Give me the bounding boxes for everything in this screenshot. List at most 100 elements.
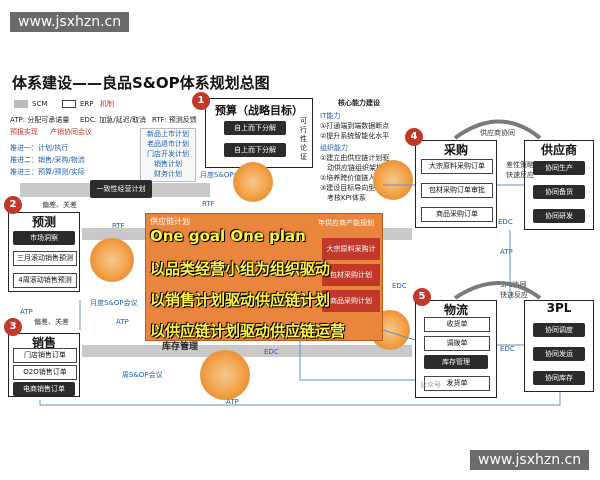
erp-legend-label: ERP — [80, 100, 94, 108]
atp-label: ATP — [226, 398, 239, 406]
delivery-button[interactable]: 发货单 — [424, 376, 490, 391]
plan-list-item: 老品退市计划 — [147, 140, 189, 148]
core-ability-title: 核心能力建设 — [338, 99, 380, 107]
o2o-sales-order-button[interactable]: O2O销售订单 — [13, 365, 77, 380]
collab-stock-button[interactable]: 协同备货 — [533, 185, 585, 199]
plan-list-item: 财务计划 — [154, 170, 182, 178]
gear-icon — [233, 162, 273, 202]
note-line3: 推进三：预算/预测/实际 — [10, 168, 85, 176]
note-atp: ATP: 分配可承诺量 — [10, 116, 70, 124]
deviation-label-1: 偏差、关差 — [42, 201, 77, 209]
overlay-line-2: 以品类经营小组为组织驱动 — [150, 260, 331, 278]
rtf-label: RTF — [112, 222, 125, 230]
mechanism-legend-label: 机制 — [100, 100, 114, 108]
it-item-2: ②提升系统智能化水平 — [320, 132, 390, 140]
it-item-1: ①打通端到端数据断点 — [320, 122, 390, 130]
edc-label: EDC — [264, 348, 279, 356]
org-item-1b: 动供应链组织架构 — [327, 164, 383, 172]
edc-label: EDC — [392, 282, 407, 290]
forecast-box: 预测 市场洞察 三月滚动销售预测 4周滚动销售预测 — [8, 212, 80, 292]
plan-list-item: 销售计划 — [154, 160, 182, 168]
scm-legend-swatch — [14, 100, 28, 108]
scm-legend-label: SCM — [32, 100, 48, 108]
budget-badge: 1 — [192, 92, 210, 110]
supply-chain-plan-row: 大宗原料采购计 — [322, 238, 380, 260]
atp-label: ATP — [500, 248, 513, 256]
transfer-button[interactable]: 调拨单 — [424, 336, 490, 351]
plan-list-box: 新品上市计划 老品退市计划 门店开发计划 销售计划 财务计划 — [140, 128, 196, 182]
forecast-title: 预测 — [31, 215, 56, 229]
strategy-label: 差性策略 — [506, 161, 534, 169]
collab-production-button[interactable]: 协同生产 — [533, 161, 585, 175]
edc-label: EDC — [500, 345, 515, 353]
org-item-1: ①建立由供应链计划驱 — [320, 154, 390, 162]
budget-decompose-button-1[interactable]: 自上而下分解 — [224, 121, 286, 135]
logistics-box: 物流 收货单 调拨单 库存管理 发货单 — [415, 300, 497, 398]
tpl-box: 3PL 协同调度 协同发运 协同库存 — [524, 300, 594, 392]
note-line1: 推进一：计划/执行 — [10, 144, 69, 152]
receipt-button[interactable]: 收货单 — [424, 317, 490, 332]
rtf-label: RTF — [202, 200, 215, 208]
sales-box: 销售 门店销售订单 O2O销售订单 电商销售订单 — [8, 333, 80, 397]
note-forecast-ver: 预报实现 — [10, 128, 38, 136]
plan-list-item: 新品上市计划 — [147, 130, 189, 138]
goods-po-button[interactable]: 商品采购订单 — [421, 207, 493, 222]
three-month-forecast-button[interactable]: 三月滚动销售预测 — [13, 251, 77, 266]
monthly-sop-meeting-mid: 月度S&OP会议 — [90, 299, 138, 307]
supply-chain-plan-row: 商品采购计划 — [322, 290, 380, 312]
forecast-badge: 2 — [4, 196, 22, 214]
note-product-meeting: 产销协同会议 — [50, 128, 92, 136]
collab-dispatch-button[interactable]: 协同调度 — [533, 323, 585, 337]
org-ability-title: 组织能力 — [320, 144, 348, 152]
store-sales-order-button[interactable]: 门店销售订单 — [13, 348, 77, 363]
supply-chain-plan-row: 包材采购计划 — [322, 264, 380, 286]
tpl-title: 3PL — [546, 301, 572, 315]
edc-label: EDC — [498, 218, 513, 226]
sales-band — [82, 345, 412, 357]
tpl-arc — [453, 281, 542, 300]
four-week-forecast-button[interactable]: 4周滚动销售预测 — [13, 273, 77, 288]
atp-label: ATP — [116, 318, 129, 326]
market-insight-button[interactable]: 市场洞察 — [13, 231, 75, 245]
note-edc: EDC: 加急/延迟/取消 — [80, 116, 147, 124]
budget-decompose-button-2[interactable]: 自上而下分解 — [224, 143, 286, 157]
supplier-title: 供应商 — [540, 143, 577, 157]
supplier-collab-label: 供应商协同 — [480, 129, 515, 137]
supply-chain-plan-row: 年供应商产能规划 — [318, 219, 374, 227]
org-item-3b: 考核KPI体系 — [327, 194, 366, 202]
weekly-sop-meeting: 周S&OP会议 — [122, 371, 163, 379]
budget-title: 预算（战略目标） — [215, 104, 303, 117]
procurement-box: 采购 大宗原料采购订单 包材采购订单审批 商品采购订单 — [415, 140, 497, 228]
gear-icon — [200, 350, 250, 400]
logistics-title: 物流 — [443, 303, 468, 317]
sales-badge: 3 — [4, 318, 22, 336]
org-item-2: ②培养跨价值链人才 — [320, 174, 383, 182]
packaging-po-approval-button[interactable]: 包材采购订单审批 — [421, 183, 493, 198]
procurement-title: 采购 — [443, 143, 468, 157]
budget-feasibility-label: 可行性论证 — [300, 117, 307, 161]
erp-legend-swatch — [62, 100, 76, 108]
collab-shipping-button[interactable]: 协同发运 — [533, 347, 585, 361]
note-line2: 推进二：销售/采购/物流 — [10, 156, 85, 164]
watermark-top: www.jsxhzn.cn — [10, 12, 130, 32]
budget-box: 预算（战略目标） 自上而下分解 自上而下分解 可行性论证 — [205, 98, 313, 168]
watermark-bottom: www.jsxhzn.cn — [470, 450, 590, 470]
overlay-line-4: 以供应链计划驱动供应链运营 — [150, 322, 346, 340]
gear-icon — [373, 160, 413, 200]
note-rtf: RTF: 预测反馈 — [152, 116, 197, 124]
overlay-line-3: 以销售计划驱动供应链计划 — [150, 291, 331, 309]
monthly-sop-meeting-top: 月度S&OP会议 — [200, 171, 248, 179]
supplier-arc — [453, 119, 542, 140]
inventory-mgmt-label: 库存管理 — [162, 342, 199, 352]
bulk-material-po-button[interactable]: 大宗原料采购订单 — [421, 159, 493, 174]
it-ability-title: IT能力 — [320, 112, 341, 120]
ecommerce-sales-order-button[interactable]: 电商销售订单 — [13, 382, 75, 396]
consensus-plan-button[interactable]: 一致性经营计划 — [90, 180, 152, 198]
overlay-line-1: One goal One plan — [150, 227, 306, 245]
collab-rnd-button[interactable]: 协同研发 — [533, 209, 585, 223]
inventory-button[interactable]: 库存管理 — [424, 355, 488, 369]
collab-inventory-button[interactable]: 协同库存 — [533, 371, 585, 385]
supply-chain-plan-title: 供应链计划 — [150, 217, 190, 226]
atp-label: ATP — [20, 308, 33, 316]
